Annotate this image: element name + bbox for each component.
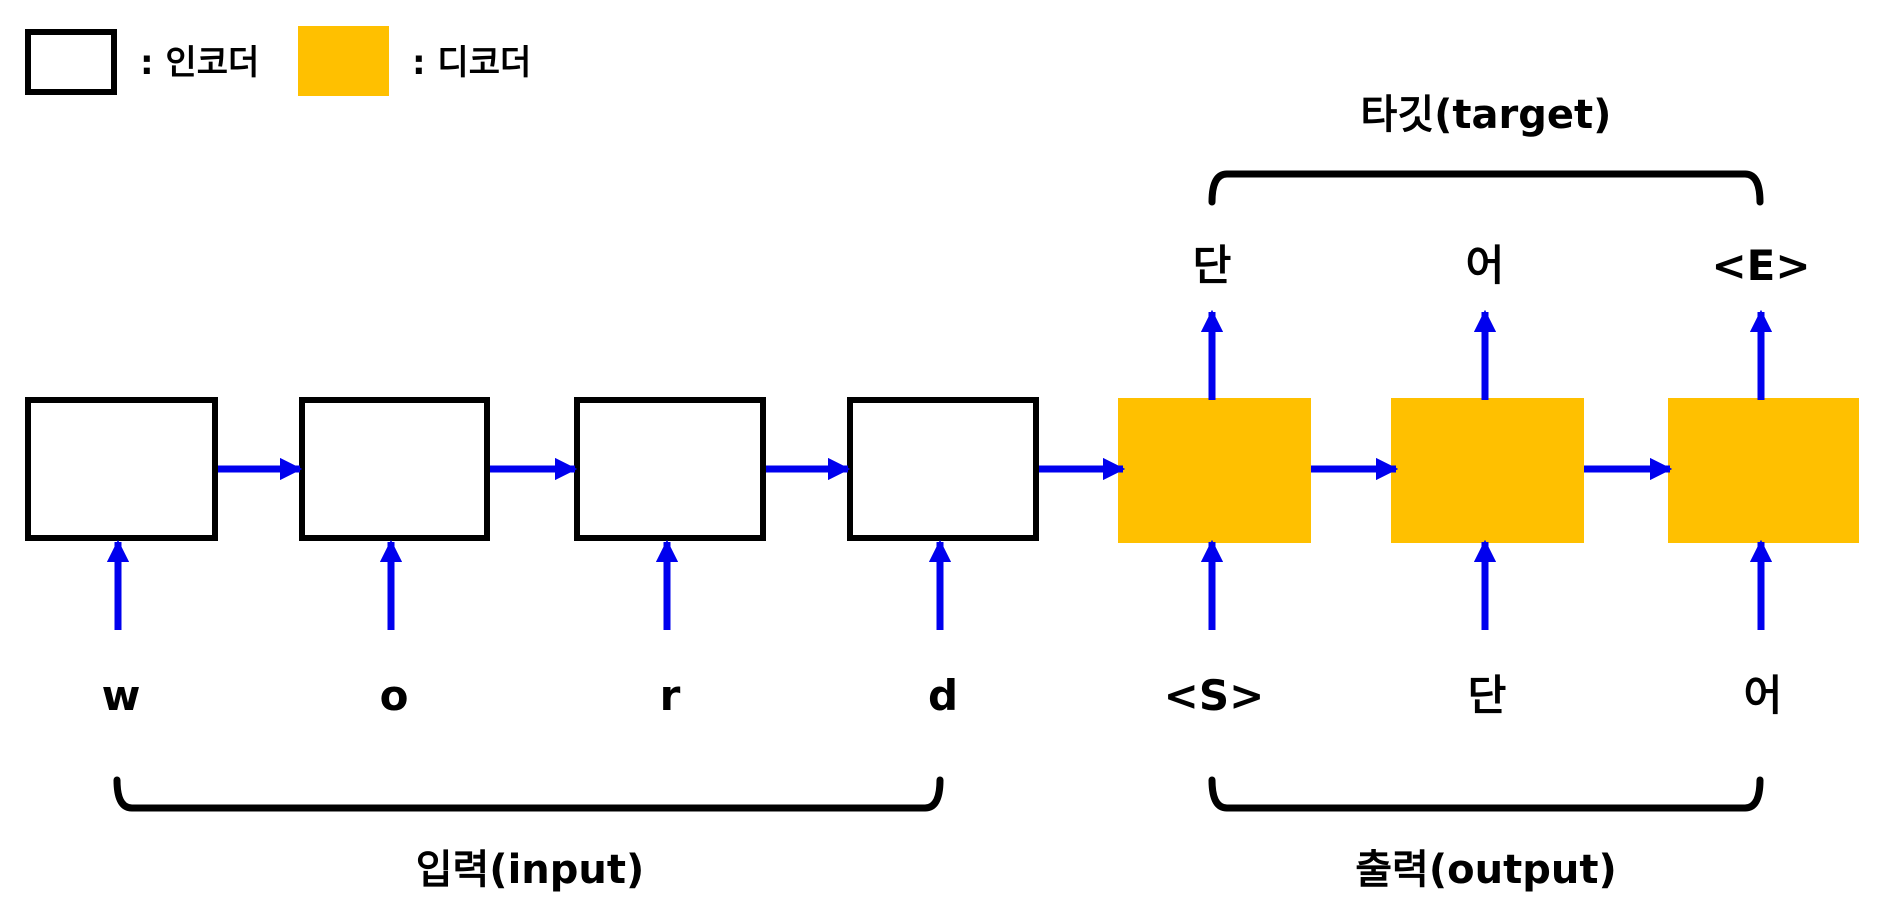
encoder-cell-3 — [574, 397, 766, 541]
token-output-end: <E> — [1711, 241, 1810, 290]
decoder-cells — [1118, 398, 1859, 543]
token-decoder-input-start: <S> — [1164, 671, 1265, 720]
input-bracket — [113, 776, 944, 812]
token-input-w: w — [102, 671, 141, 720]
target-label: 타깃(target) — [1361, 92, 1612, 138]
decoder-input-tokens: <S> 단 어 — [1164, 671, 1783, 720]
encoder-cell-1 — [25, 397, 218, 541]
token-decoder-input-eo: 어 — [1744, 671, 1783, 720]
output-bracket — [1208, 776, 1764, 812]
decoder-cell-2 — [1391, 398, 1584, 543]
token-input-r: r — [660, 671, 681, 720]
token-input-d: d — [928, 671, 958, 720]
legend-encoder-swatch — [25, 29, 117, 95]
target-bracket — [1208, 170, 1764, 206]
output-label: 출력(output) — [1355, 847, 1616, 893]
legend-encoder-label: : 인코더 — [140, 43, 259, 83]
token-output-dan: 단 — [1193, 241, 1232, 290]
brackets — [113, 170, 1764, 812]
output-arrows — [1200, 309, 1773, 400]
token-input-o: o — [380, 671, 409, 720]
input-label: 입력(input) — [416, 847, 645, 893]
legend-decoder-label: : 디코더 — [412, 43, 531, 83]
bracket-labels: 입력(input) 출력(output) 타깃(target) — [416, 92, 1617, 893]
token-decoder-input-dan: 단 — [1468, 671, 1507, 720]
encoder-cell-2 — [299, 397, 490, 541]
token-output-eo: 어 — [1466, 241, 1505, 290]
decoder-cell-1 — [1118, 398, 1311, 543]
input-arrows — [106, 539, 1773, 630]
legend-decoder-swatch — [298, 26, 389, 96]
encoder-cells — [25, 397, 1039, 541]
encoder-input-tokens: w o r d — [102, 671, 958, 720]
decoder-cell-3 — [1668, 398, 1859, 543]
legend: : 인코더 : 디코더 — [25, 26, 531, 96]
decoder-output-tokens: 단 어 <E> — [1193, 241, 1811, 290]
encoder-cell-4 — [847, 397, 1039, 541]
